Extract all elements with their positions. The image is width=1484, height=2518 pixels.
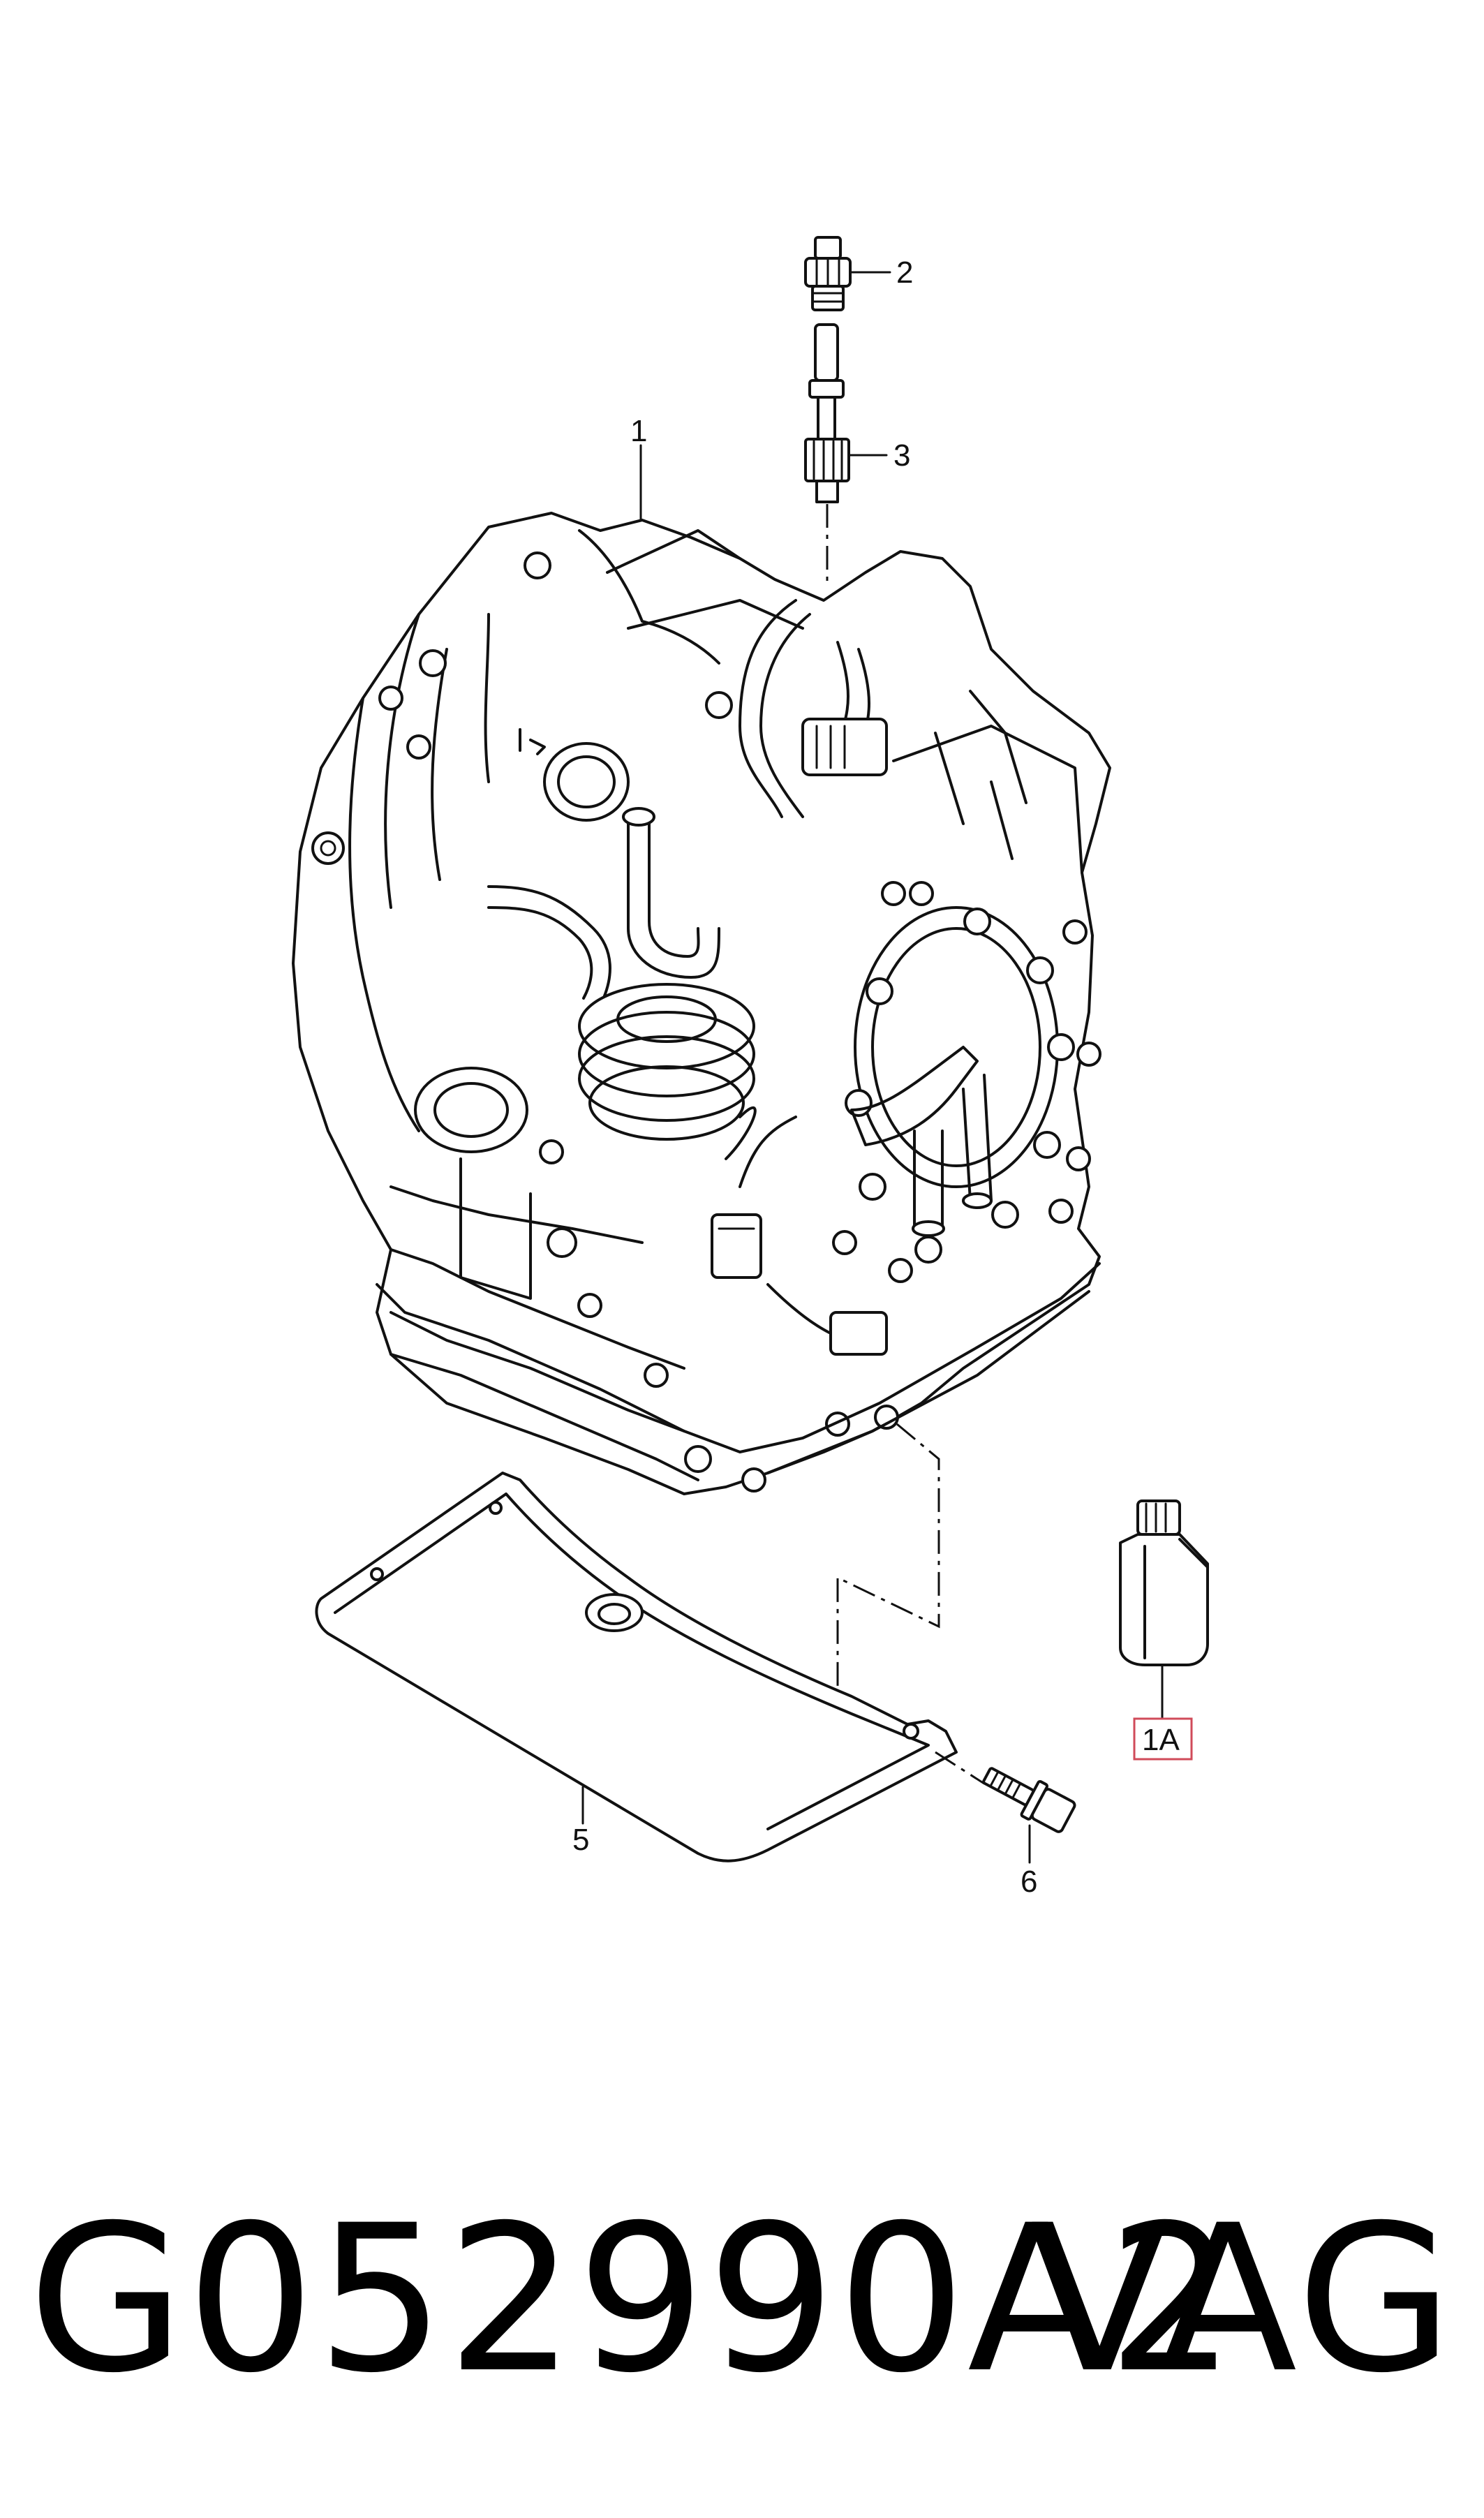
drive-gear-part (804, 323, 850, 503)
cover-part (315, 1472, 958, 1862)
transmission-housing (292, 512, 1111, 1495)
callout-1: 1 (630, 414, 647, 448)
fluid-bottle-part (1119, 1499, 1209, 1666)
part-number: G052990A2 (28, 2182, 1238, 2417)
bolt-part (982, 1767, 1076, 1833)
assembly-dashed-line (935, 1751, 985, 1785)
callout-3: 3 (893, 438, 910, 473)
callout-1a: 1A (1142, 1723, 1180, 1757)
callout-2: 2 (896, 255, 913, 290)
callout-1a-box (1133, 1717, 1193, 1761)
callout-5: 5 (572, 1823, 589, 1857)
callout-6: 6 (1021, 1865, 1037, 1899)
brand-name: VAG (1030, 2182, 1456, 2417)
sender-part (804, 236, 852, 311)
